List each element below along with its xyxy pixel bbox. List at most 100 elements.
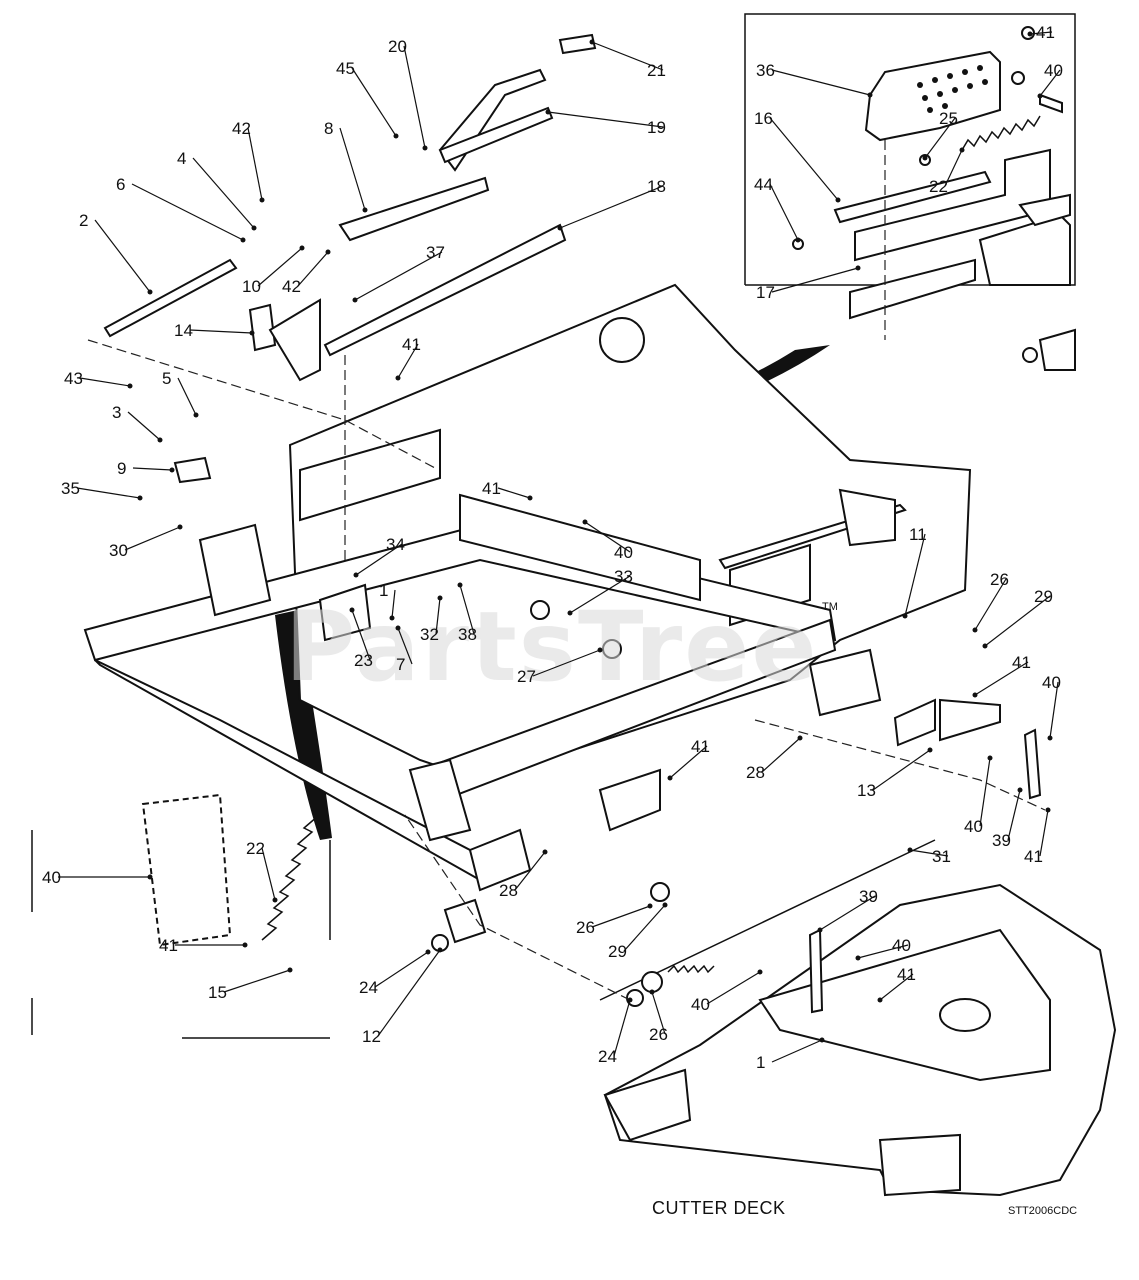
callout-number: 41 (402, 335, 421, 354)
diagram-caption: CUTTER DECK (652, 1198, 786, 1218)
callout-leader (651, 991, 666, 1035)
callout-arrowhead (922, 155, 928, 161)
inset-detail (744, 13, 1076, 371)
callout-arrowhead (757, 969, 763, 975)
callout-arrowhead (582, 519, 588, 525)
callout-leader (76, 487, 141, 499)
callout-arrowhead (647, 903, 653, 909)
callout-arrowhead (272, 897, 278, 903)
callout-leader (984, 595, 1051, 647)
callout-leader (974, 661, 1029, 696)
callout-leader (904, 533, 926, 617)
callout-leader (623, 904, 666, 952)
callout-arrowhead (527, 495, 533, 501)
callout-arrowhead (395, 375, 401, 381)
callout-number: 16 (754, 109, 773, 128)
callout-leader (127, 411, 161, 441)
callout-leader (124, 526, 181, 551)
callout-arrowhead (902, 613, 908, 619)
callout-number: 7 (396, 655, 405, 674)
callout-number: 22 (246, 839, 265, 858)
callout-leader (924, 117, 956, 159)
callout-number: 13 (857, 781, 876, 800)
callout-arrowhead (855, 265, 861, 271)
callout-number: 32 (420, 625, 439, 644)
callout-leader (769, 117, 839, 201)
callout-arrowhead (137, 495, 143, 501)
callout-arrowhead (249, 330, 255, 336)
callout-leader (247, 127, 263, 201)
callout-arrowhead (867, 92, 873, 98)
callout-arrowhead (389, 615, 395, 621)
callout-leader (944, 149, 963, 187)
callout-number: 22 (929, 177, 948, 196)
callout-number: 40 (691, 995, 710, 1014)
callout-leader (397, 627, 413, 665)
callout-arrowhead (395, 625, 401, 631)
callout-leader (769, 183, 799, 241)
callout-number: 36 (756, 61, 775, 80)
callout-arrowhead (349, 607, 355, 613)
side-detail-frame (31, 830, 331, 1039)
callout-arrowhead (259, 197, 265, 203)
callout-number: 15 (208, 983, 227, 1002)
callout-arrowhead (667, 775, 673, 781)
callout-leader (192, 157, 255, 229)
callout-leader (1029, 31, 1053, 35)
callout-leader (974, 578, 1007, 631)
callout-arrowhead (597, 647, 603, 653)
callout-number: 3 (112, 403, 121, 422)
callout-arrowhead (972, 627, 978, 633)
callout-arrowhead (972, 692, 978, 698)
callout-leader (459, 584, 475, 635)
callout-arrowhead (1045, 807, 1051, 813)
callout-number: 44 (754, 175, 773, 194)
callout-arrowhead (819, 1037, 825, 1043)
callout-arrowhead (240, 237, 246, 243)
callout-arrowhead (393, 133, 399, 139)
callout-number: 2 (79, 211, 88, 230)
callout-leader (131, 183, 244, 241)
callout-number: 28 (499, 881, 518, 900)
callout-number: 39 (859, 887, 878, 906)
callout-leader (532, 649, 601, 677)
callout-arrowhead (1037, 93, 1043, 99)
callout-leader (297, 251, 329, 287)
callout-leader (497, 487, 531, 499)
callout-number: 29 (608, 942, 627, 961)
callout-leader (374, 951, 429, 988)
callout-arrowhead (437, 595, 443, 601)
callout-number: 40 (1042, 673, 1061, 692)
callout-number: 21 (647, 61, 666, 80)
callout-leader (377, 949, 441, 1037)
callout-number: 40 (892, 936, 911, 955)
callout-number: 37 (426, 243, 445, 262)
callout-number: 11 (909, 525, 927, 544)
callout-leader (669, 745, 708, 779)
callout-arrowhead (193, 412, 199, 418)
callout-arrowhead (649, 989, 655, 995)
callout-number: 33 (614, 567, 633, 586)
callout-number: 19 (647, 118, 666, 137)
callout-leader (132, 467, 173, 471)
callout-leader (857, 944, 909, 959)
callout-arrowhead (987, 755, 993, 761)
callout-number: 28 (746, 763, 765, 782)
callout-leader (761, 737, 801, 773)
callout-number: 41 (897, 965, 916, 984)
callout-leader (257, 247, 303, 287)
callout-number: 34 (386, 535, 405, 554)
callout-number: 5 (162, 369, 171, 388)
callout-arrowhead (425, 949, 431, 955)
callout-arrowhead (299, 245, 305, 251)
callout-number: 41 (1012, 653, 1031, 672)
callout-arrowhead (797, 735, 803, 741)
callout-leader (591, 41, 664, 71)
callout-leader (771, 1039, 823, 1063)
callout-number: 25 (939, 109, 958, 128)
zoom-wedge-top (445, 345, 830, 468)
callout-leader (559, 185, 664, 229)
callout-leader (189, 329, 253, 334)
callout-leader (514, 851, 546, 891)
callout-leader (584, 521, 631, 553)
